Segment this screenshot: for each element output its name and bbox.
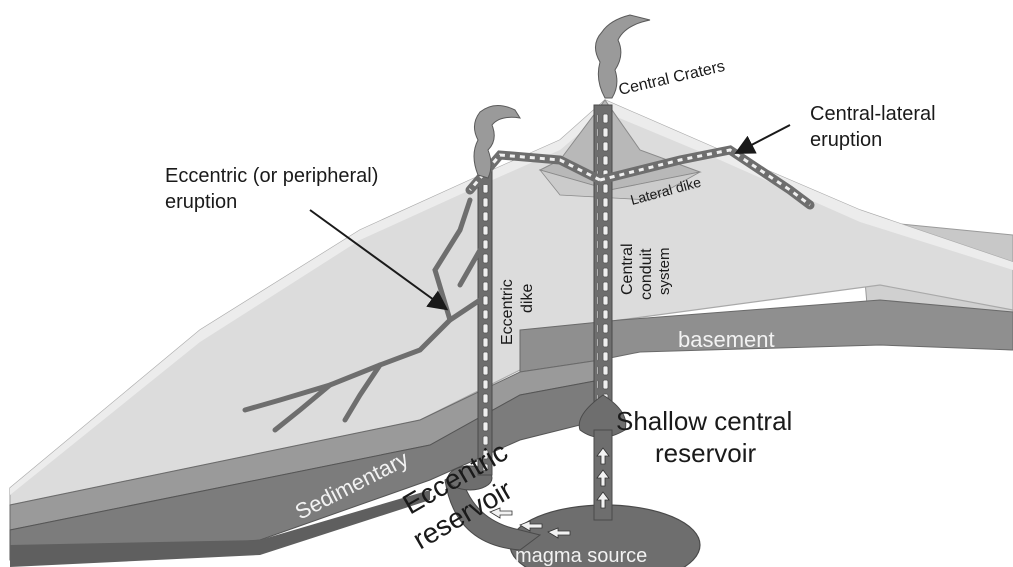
label-shallow-reservoir-line1: Shallow central <box>616 406 792 436</box>
label-magma-source: magma source <box>515 545 647 567</box>
label-eccentric-eruption-line2: eruption <box>165 191 237 213</box>
label-central-conduit-line2: conduit <box>638 248 655 300</box>
label-central-conduit-line1: Central <box>619 243 636 295</box>
label-basement: basement <box>678 327 775 352</box>
label-central-lateral-line2: eruption <box>810 129 882 151</box>
label-central-conduit-line3: system <box>656 247 673 295</box>
label-central-craters: Central Craters <box>617 58 727 99</box>
label-shallow-reservoir-line2: reservoir <box>655 438 756 468</box>
label-central-lateral-line1: Central-lateral <box>810 103 936 125</box>
label-eccentric-dike-line2: dike <box>519 284 536 313</box>
label-eccentric-dike-line1: Eccentric <box>499 279 516 345</box>
label-eccentric-eruption-line1: Eccentric (or peripheral) <box>165 165 378 187</box>
